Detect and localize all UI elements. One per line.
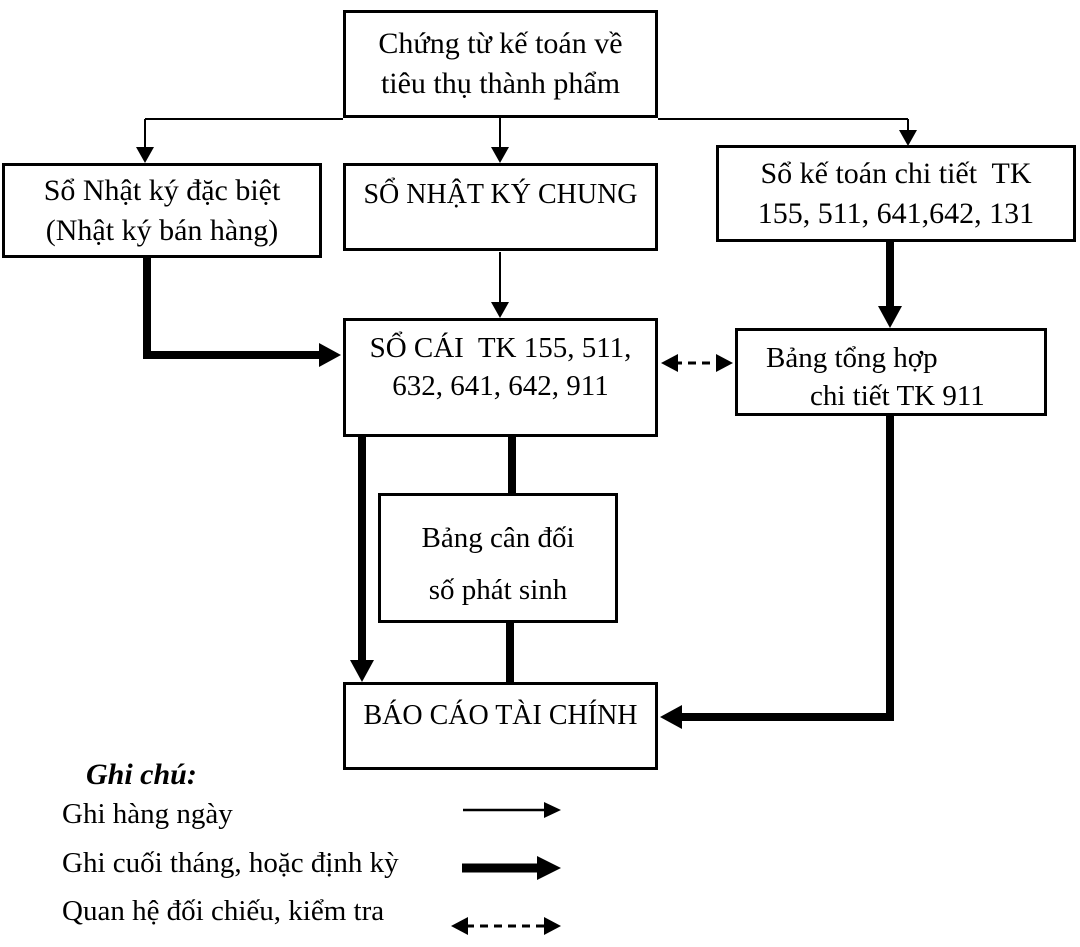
box-detail-ledgers-line2: 155, 511, 641,642, 131: [757, 196, 1035, 230]
box-detail-summary-line2: chi tiết TK 911: [810, 380, 985, 412]
legend-item-daily: Ghi hàng ngày: [62, 798, 233, 830]
box-source-documents: Chứng từ kế toán về tiêu thụ thành phẩm: [343, 10, 658, 118]
legend-item-periodic: Ghi cuối tháng, hoặc định kỳ: [62, 847, 399, 879]
box-detail-ledgers: Sổ kế toán chi tiết TK 155, 511, 641,642…: [716, 145, 1076, 242]
box-detail-ledgers-line1: Sổ kế toán chi tiết TK: [760, 156, 1032, 190]
box-special-journal: Sổ Nhật ký đặc biệt (Nhật ký bán hàng): [2, 163, 322, 258]
arrow-periodic-ledger-to-report: [350, 435, 374, 682]
legend-thin-arrow-icon: [463, 802, 561, 818]
box-general-journal: SỔ NHẬT KÝ CHUNG: [343, 163, 658, 251]
legend-dashed-double-arrow-icon: [451, 917, 561, 935]
box-general-ledger: SỔ CÁI TK 155, 511, 632, 641, 642, 911: [343, 318, 658, 437]
box-source-documents-line1: Chứng từ kế toán về: [378, 27, 623, 60]
box-financial-statements-line1: BÁO CÁO TÀI CHÍNH: [363, 700, 638, 731]
box-special-journal-line1: Sổ Nhật ký đặc biệt: [43, 173, 281, 207]
box-detail-summary-line1: Bảng tổng hợp: [766, 342, 938, 374]
arrow-periodic-detail-book-to-summary: [878, 241, 902, 328]
box-general-ledger-line2: 632, 641, 642, 911: [392, 370, 609, 402]
box-financial-statements: BÁO CÁO TÀI CHÍNH: [343, 682, 658, 770]
legend-item-reconcile: Quan hệ đối chiếu, kiểm tra: [62, 895, 385, 927]
arrow-periodic-summary-to-report: [660, 414, 894, 729]
box-trial-balance-line1: Bảng cân đối: [421, 522, 575, 554]
legend-thick-arrow-icon: [462, 856, 561, 880]
box-source-documents-line2: tiêu thụ thành phẩm: [380, 67, 621, 100]
arrow-daily-source-to-journals: [136, 118, 917, 163]
box-trial-balance: Bảng cân đối số phát sinh: [378, 493, 618, 623]
box-general-ledger-line1: SỔ CÁI TK 155, 511,: [369, 332, 632, 364]
box-special-journal-line2: (Nhật ký bán hàng): [45, 213, 279, 247]
box-trial-balance-line2: số phát sinh: [428, 574, 568, 606]
legend-title: Ghi chú:: [86, 758, 197, 791]
arrow-periodic-special-journal-to-ledger: [143, 257, 341, 367]
box-detail-summary: Bảng tổng hợp chi tiết TK 911: [735, 328, 1047, 416]
arrow-reconcile-ledger-summary: [661, 354, 733, 372]
box-general-journal-line1: SỔ NHẬT KÝ CHUNG: [363, 179, 638, 210]
arrow-daily-journal-to-ledger: [491, 252, 509, 318]
